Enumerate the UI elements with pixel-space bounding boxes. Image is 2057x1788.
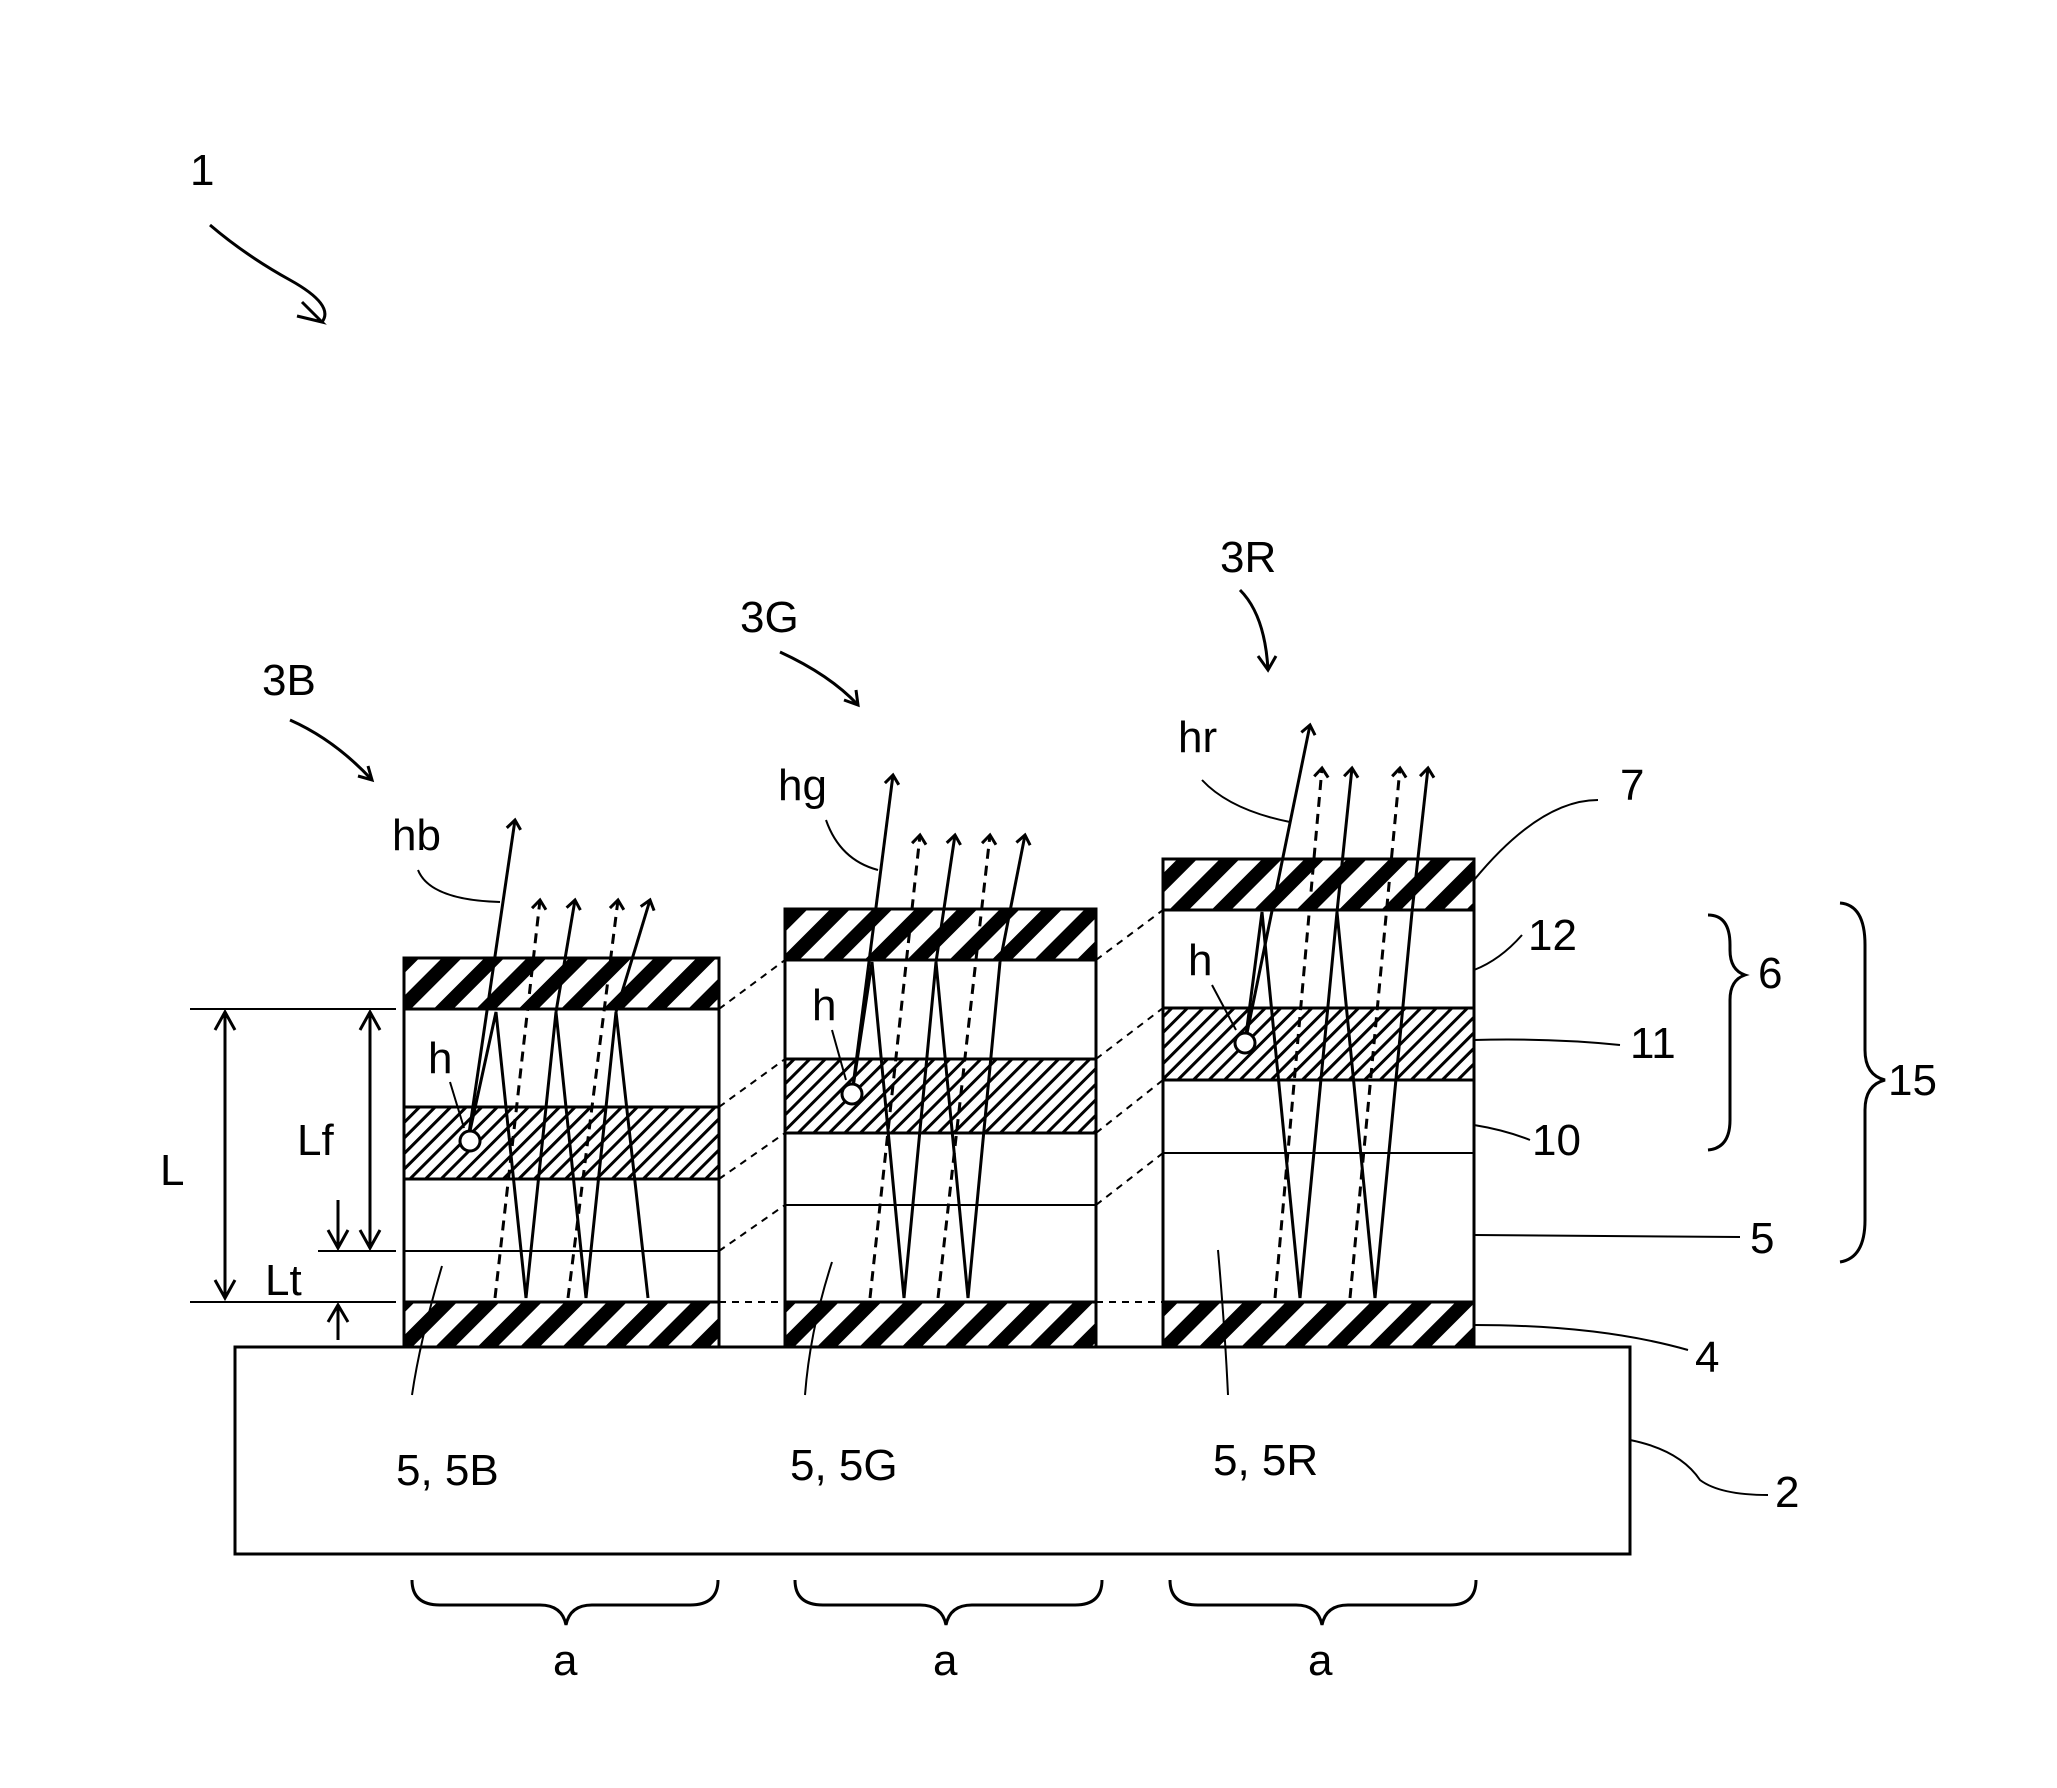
bottom-electrode-blue [404,1302,719,1347]
emission-layer-blue [404,1107,719,1179]
ref-leader-7 [1474,800,1598,880]
pitch-label-green: a [933,1636,958,1685]
pitch-brace-blue [412,1580,718,1625]
brace-6 [1708,915,1745,1150]
pitch-brace-red [1170,1580,1476,1625]
ref-leader-12 [1474,935,1522,970]
pitch-label-blue: a [553,1636,578,1685]
top-electrode-red [1163,859,1474,910]
light-label-red: hr [1178,713,1217,762]
ref-label-12: 12 [1528,911,1577,960]
pixel-ref-red: 3R [1220,533,1276,582]
hole-label-blue: h [428,1034,452,1083]
device-ref-label: 1 [190,146,214,195]
pixel-ref-blue: 3B [262,656,316,705]
hole-marker-blue [460,1131,480,1151]
ref-leader-2 [1630,1440,1768,1495]
light-label-red-leader [1202,780,1290,822]
dimension-label-lt: Lt [265,1256,302,1305]
layer5-label-green: 5, 5G [790,1441,898,1490]
ref-label-5: 5 [1750,1214,1774,1263]
emission-layer-red [1163,1008,1474,1080]
ref-leader-10 [1474,1125,1530,1140]
brace-15 [1840,903,1885,1262]
hole-marker-red [1235,1033,1255,1053]
bottom-electrode-red [1163,1302,1474,1347]
ref-leader-5 [1474,1235,1740,1237]
light-label-blue: hb [392,811,441,860]
pixel-ref-blue-leader [290,720,372,780]
pixel-ref-green: 3G [740,593,799,642]
hole-label-green: h [812,981,836,1030]
group-label-6: 6 [1758,949,1782,998]
pitch-brace-green [795,1580,1102,1625]
layer5-label-blue: 5, 5B [396,1446,499,1495]
ref-label-7: 7 [1620,761,1644,810]
group-label-15: 15 [1888,1056,1937,1105]
hole-label-red: h [1188,936,1212,985]
bottom-electrode-green [785,1302,1096,1347]
pixel-red: h 3R hr 5, 5R [1163,533,1474,1485]
dimension-label-lf: Lf [297,1116,334,1165]
pixel-ref-green-leader [780,652,858,705]
dimension-label-l: L [160,1146,184,1195]
ref-label-10: 10 [1532,1116,1581,1165]
ref-label-11: 11 [1630,1019,1676,1068]
ref-label-4: 4 [1695,1333,1719,1382]
light-label-green-leader [826,820,878,870]
pixel-ref-red-leader [1240,590,1268,670]
pitch-label-red: a [1308,1636,1333,1685]
light-label-blue-leader [418,870,500,902]
ref-leader-11 [1474,1040,1620,1045]
emission-layer-green [785,1059,1096,1133]
device-ref-arrowhead [297,302,322,322]
layer5-label-red: 5, 5R [1213,1436,1318,1485]
hole-marker-green [842,1084,862,1104]
light-label-green: hg [778,761,827,810]
ref-label-2: 2 [1775,1468,1799,1517]
